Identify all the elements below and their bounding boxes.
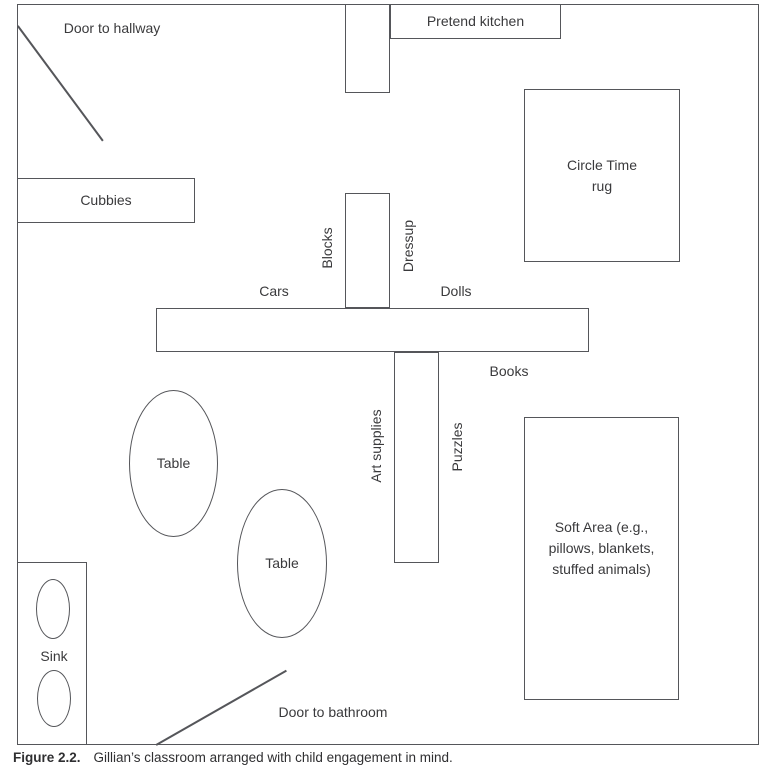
- sink-basin-top: [36, 579, 70, 639]
- table-2-label: Table: [265, 555, 299, 571]
- circle-time-rug-label: Circle Time rug: [566, 156, 637, 194]
- art-puzzles-shelf: [394, 352, 439, 563]
- dressup-label: Dressup: [400, 219, 416, 273]
- cars-label: Cars: [259, 283, 289, 299]
- long-horizontal-shelf: [156, 308, 589, 352]
- circle-time-rug: Circle Time rug: [524, 89, 680, 262]
- blocks-dressup-shelf: [345, 193, 390, 308]
- figure-caption-number: Figure 2.2.: [13, 750, 81, 765]
- books-label: Books: [489, 363, 529, 379]
- top-divider-shelf: [345, 4, 390, 93]
- art-supplies-label: Art supplies: [368, 409, 384, 483]
- table-1: Table: [129, 390, 218, 537]
- table-1-label: Table: [156, 455, 191, 471]
- sink-basin-bottom: [37, 670, 71, 727]
- pretend-kitchen-label: Pretend kitchen: [426, 13, 525, 29]
- puzzles-label: Puzzles: [449, 422, 465, 472]
- figure-caption: Figure 2.2. Gillian’s classroom arranged …: [13, 750, 453, 765]
- bathroom-door-label: Door to bathroom: [278, 704, 388, 720]
- pretend-kitchen-box: Pretend kitchen: [390, 4, 561, 39]
- cubbies-label: Cubbies: [80, 192, 132, 208]
- soft-area-box: Soft Area (e.g., pillows, blankets, stuf…: [524, 417, 679, 700]
- table-2: Table: [237, 489, 327, 638]
- blocks-label: Blocks: [319, 227, 335, 269]
- sink-label: Sink: [40, 648, 68, 664]
- hallway-door-label: Door to hallway: [63, 20, 161, 36]
- dolls-label: Dolls: [440, 283, 472, 299]
- soft-area-label: Soft Area (e.g., pillows, blankets, stuf…: [548, 519, 655, 577]
- cubbies-box: Cubbies: [17, 178, 195, 223]
- figure-caption-text: Gillian’s classroom arranged with child …: [93, 750, 453, 765]
